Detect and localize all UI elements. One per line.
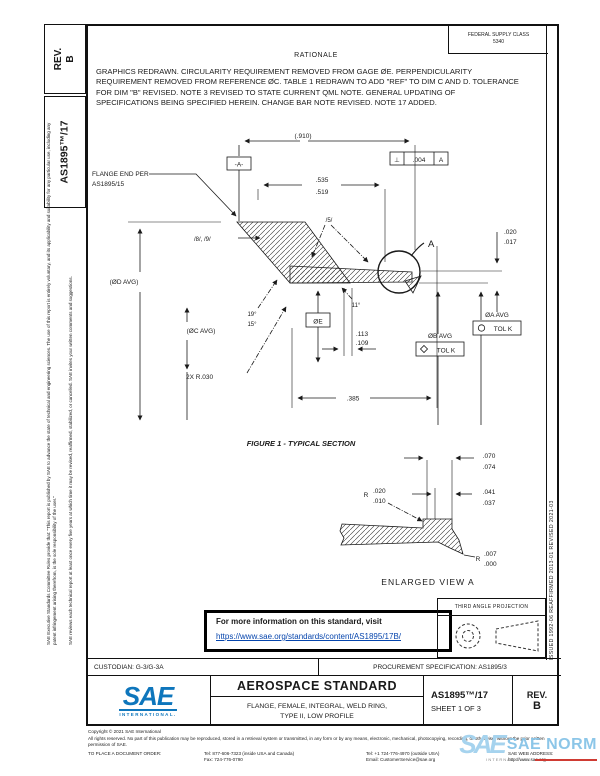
info-box-text: For more information on this standard, v… <box>216 617 382 626</box>
dia-a-tol-label: TOL K <box>494 326 513 333</box>
dia-b-tol-label: TOL K <box>437 348 456 355</box>
order-label: TO PLACE A DOCUMENT ORDER: <box>88 750 162 756</box>
weld-ring-band-section <box>289 265 413 284</box>
watermark: SAE SAE NORM INTERNATIONAL <box>437 729 597 763</box>
document-number-cell: AS1895™/17 SHEET 1 OF 3 <box>424 675 513 726</box>
dia-b-avg-label: ØB AVG <box>428 333 452 340</box>
dim-041: .041 <box>483 489 496 496</box>
watermark-sae-logo: SAE <box>459 729 507 759</box>
phone-inside: Tel: 877-606-7323 (inside USA and Canada… <box>204 750 295 756</box>
dim-074: .074 <box>483 464 496 471</box>
sae-logo-cell: SAE INTERNATIONAL. <box>86 675 210 726</box>
fcf-datum: A <box>439 157 444 164</box>
sheet-number: SHEET 1 OF 3 <box>431 703 481 713</box>
angle-11: 11° <box>352 303 361 309</box>
rights-statement: All rights reserved. No part of this pub… <box>88 736 545 748</box>
r1-upper: .020 <box>373 488 386 495</box>
watermark-red-rule <box>535 758 597 761</box>
third-angle-projection-icon <box>455 620 539 652</box>
note-flag-5: /5/ <box>326 218 333 224</box>
fax-number: Fax: 724-776-0790 <box>204 757 243 763</box>
custodian-cell: CUSTODIAN: G-3/G-3A <box>86 658 319 675</box>
projection-label: THIRD ANGLE PROJECTION <box>438 599 545 616</box>
fsc-box: FEDERAL SUPPLY CLASS 5340 <box>448 25 548 54</box>
right-margin-rule <box>546 24 547 660</box>
dia-c-avg-label: (ØC AVG) <box>187 328 216 335</box>
figure1-drawing: (.910) -A- ⊥ .004 A .535 .519 FLANGE END… <box>92 133 522 448</box>
watermark-name: SAE NORM <box>506 735 597 753</box>
r1-label: R <box>364 492 369 499</box>
dim-109: .109 <box>356 340 369 347</box>
note-flags-8-9: /8/, /9/ <box>194 237 211 243</box>
r1-lower: .010 <box>373 498 386 505</box>
revision-history: ISSUED 1992-06 REAFFIRMED 2013-01 REVISE… <box>549 500 555 660</box>
phone-outside: Tel: +1 724-776-4970 (outside USA) <box>366 750 440 756</box>
watermark-subtext: INTERNATIONAL <box>486 757 531 763</box>
info-box: For more information on this standard, v… <box>204 610 452 652</box>
revision-value: B <box>533 700 541 712</box>
doc-number-box: AS1895™/17 <box>44 96 86 208</box>
margin-disclaimer-2: SAE reviews each technical report at lea… <box>68 276 73 645</box>
figure1-caption: FIGURE 1 - TYPICAL SECTION <box>247 439 356 448</box>
margin-disclaimer-1: SAE Executive Standards Committee Rules … <box>46 122 58 645</box>
footer: Copyright © 2021 SAE International All r… <box>88 729 558 764</box>
r2-lower: .000 <box>484 561 497 568</box>
angle-19: 19° <box>247 312 257 318</box>
projection-box: THIRD ANGLE PROJECTION <box>437 598 546 658</box>
angle-15: 15° <box>247 322 257 328</box>
title-cell: AEROSPACE STANDARD FLANGE, FEMALE, INTEG… <box>210 675 424 726</box>
sae-logo: SAE <box>118 683 178 711</box>
datum-a-label: -A- <box>235 162 244 169</box>
fsc-line1: FEDERAL SUPPLY CLASS <box>467 31 530 38</box>
rev-value: B <box>64 55 76 63</box>
rev-box: REV.B <box>44 24 86 94</box>
rationale-text: GRAPHICS REDRAWN. CIRCULARITY REQUIREMEN… <box>96 67 519 108</box>
r2-label: R <box>476 556 481 563</box>
dim-519: .519 <box>316 189 329 196</box>
doc-subtitle-line2: TYPE II, LOW PROFILE <box>280 713 354 720</box>
dia-a-avg-label: ØA AVG <box>485 312 509 319</box>
fcf-tolerance: .004 <box>413 157 426 164</box>
flange-note-line2: AS1895/15 <box>92 181 125 188</box>
fsc-line2: 5340 <box>492 39 505 45</box>
revision-label: REV. <box>526 690 548 700</box>
rationale-title: RATIONALE <box>294 52 338 59</box>
doc-subtitle-line1: FLANGE, FEMALE, INTEGRAL, WELD RING, <box>246 702 388 710</box>
dim-020: .020 <box>504 229 517 236</box>
web-address: SAE WEB ADDRESS: http://www.sae.org <box>508 750 554 763</box>
radius-callout: 2X R.030 <box>186 374 213 381</box>
flange-note-line1: FLANGE END PER <box>92 171 149 178</box>
view-a-section <box>339 518 464 555</box>
sae-logo-subtext: INTERNATIONAL. <box>119 711 177 717</box>
dim-113: .113 <box>356 331 369 338</box>
dim-037: .037 <box>483 500 496 507</box>
dia-d-avg-label: (ØD AVG) <box>110 279 139 286</box>
dim-017: .017 <box>504 239 517 246</box>
dim-070: .070 <box>483 453 496 460</box>
drawing-frame <box>86 24 559 726</box>
doc-type-title: AEROSPACE STANDARD <box>211 676 423 697</box>
fcf-perpendicularity-symbol: ⊥ <box>394 157 400 164</box>
document-number: AS1895™/17 <box>431 689 489 701</box>
rev-label: REV. <box>52 47 64 71</box>
dia-e-label: ØE <box>313 319 323 326</box>
copyright-line: Copyright © 2021 SAE International <box>88 729 161 734</box>
seal-tip-section <box>404 275 422 294</box>
r2-upper: .007 <box>484 551 497 558</box>
email-address: Email: CustomerService@sae.org <box>366 757 436 763</box>
enlarged-view-a-drawing: .070 .074 .041 .037 R .020 .010 R .007 .… <box>339 453 497 587</box>
detail-a-label: A <box>428 239 435 250</box>
standard-link[interactable]: https://www.sae.org/standards/content/AS… <box>216 632 401 641</box>
dim-385: .385 <box>347 396 360 403</box>
revision-cell: REV. B <box>513 675 561 726</box>
dim-overall: (.910) <box>295 133 312 140</box>
dim-535: .535 <box>316 177 329 184</box>
view-a-caption: ENLARGED VIEW A <box>381 577 474 587</box>
procurement-cell: PROCUREMENT SPECIFICATION: AS1895/3 <box>319 658 561 675</box>
